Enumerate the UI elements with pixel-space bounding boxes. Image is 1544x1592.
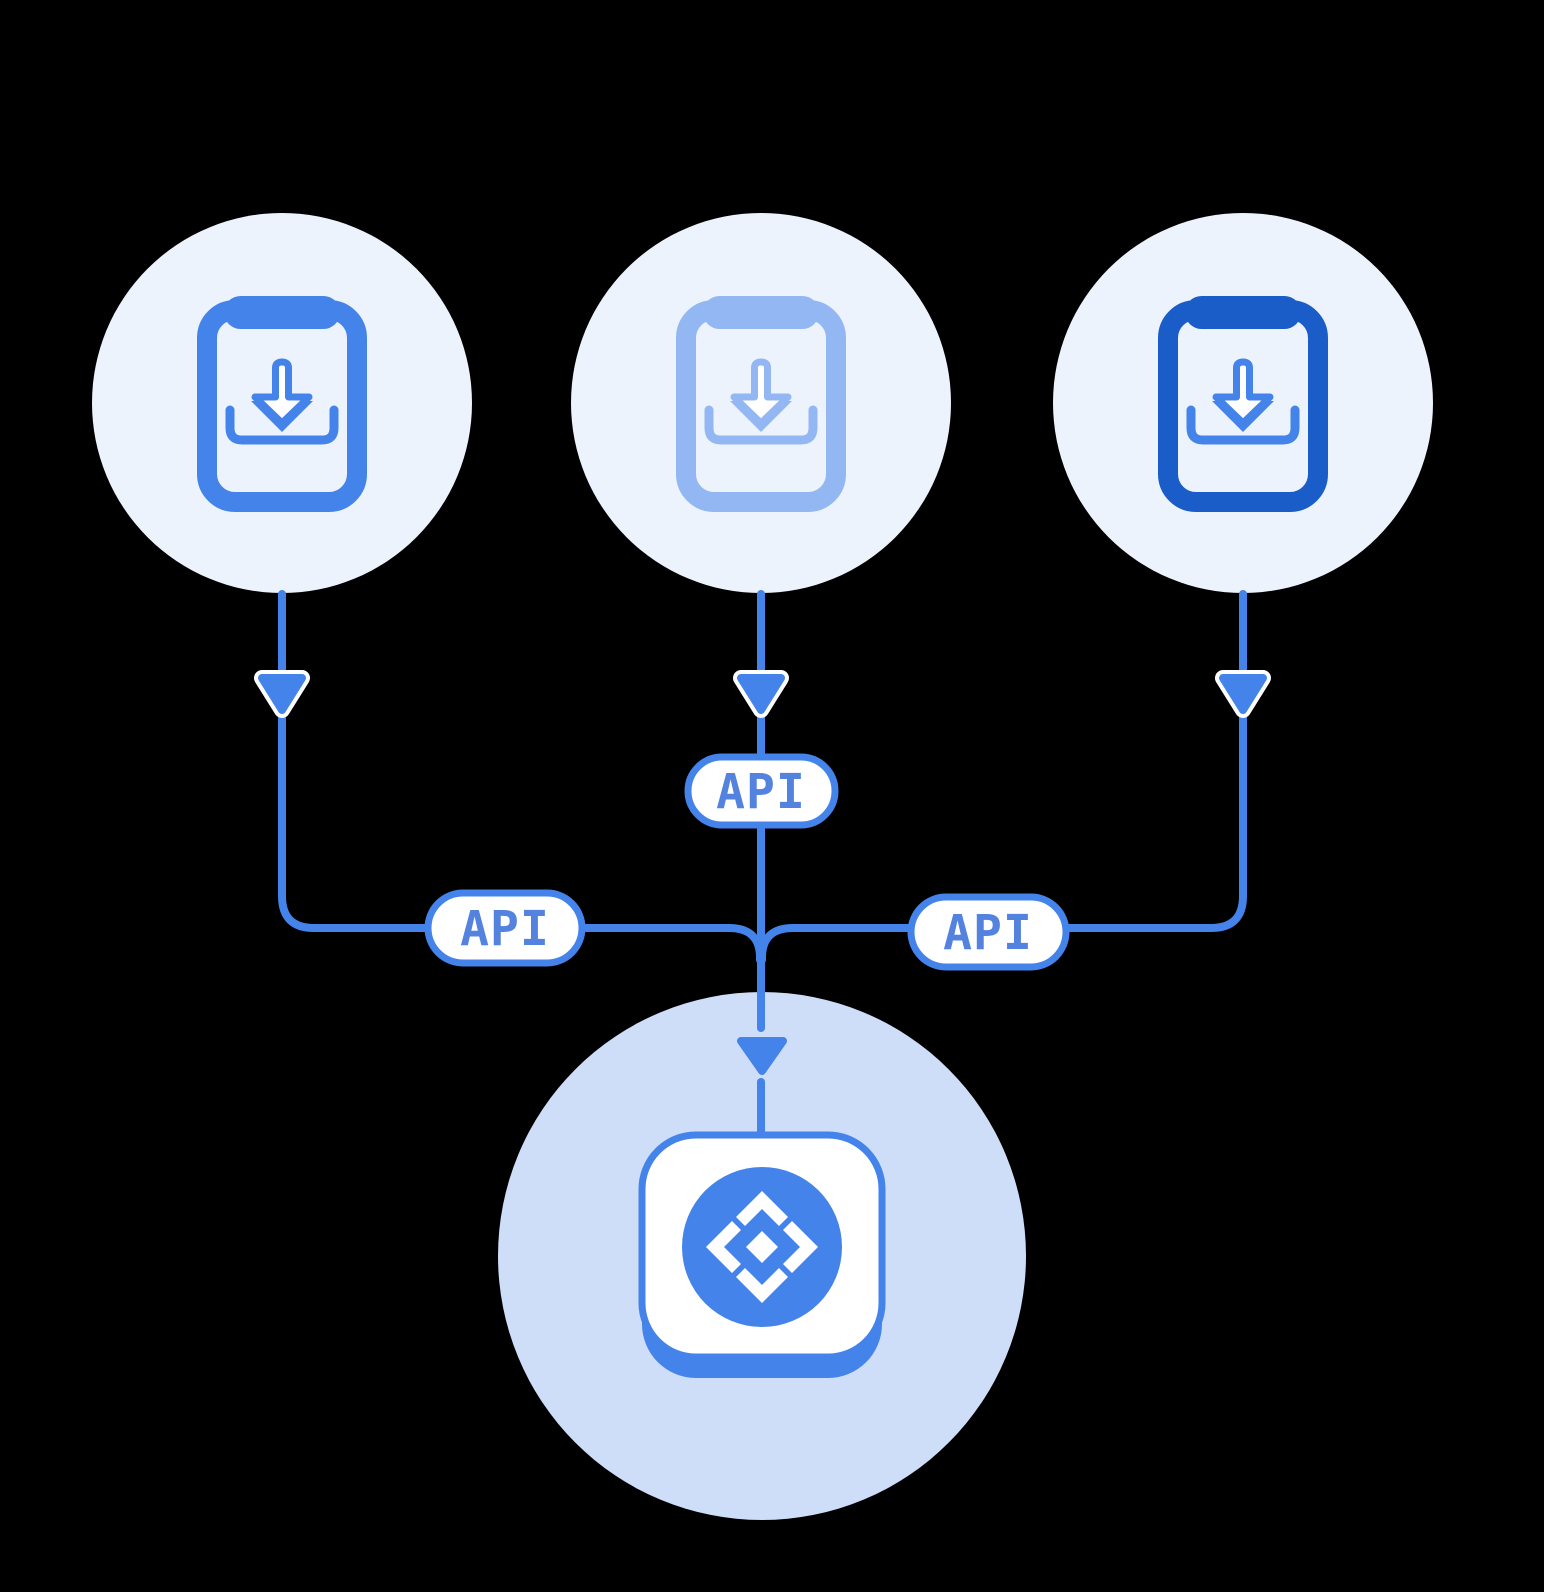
logo-chevron-down bbox=[736, 1268, 788, 1303]
api-label: API bbox=[943, 905, 1033, 961]
logo-chevron-left bbox=[706, 1221, 741, 1273]
download-tray bbox=[225, 405, 339, 445]
api-pill: API bbox=[424, 889, 586, 967]
arrowhead-icon bbox=[733, 670, 789, 718]
arrowhead-icon bbox=[1215, 670, 1271, 718]
download-tray bbox=[1186, 405, 1300, 445]
api-pill-bg bbox=[907, 893, 1070, 971]
clipboard-clip-bar bbox=[224, 296, 340, 329]
api-pill-bg bbox=[424, 889, 586, 967]
arrowhead-triangle bbox=[737, 1037, 787, 1075]
api-label: API bbox=[460, 901, 550, 957]
diamond-chevron-logo-icon bbox=[682, 1167, 842, 1327]
app-tile bbox=[638, 1131, 886, 1378]
api-label: API bbox=[716, 764, 806, 820]
download-tray bbox=[704, 405, 818, 445]
arrowhead-icon bbox=[737, 1037, 787, 1075]
clipboard-clip-bar bbox=[1185, 296, 1301, 329]
arrowhead-triangle bbox=[1219, 674, 1267, 714]
arrowhead-triangle bbox=[258, 674, 306, 714]
arrowhead-triangle bbox=[737, 674, 785, 714]
api-pill: API bbox=[684, 753, 839, 829]
logo-chevron-right bbox=[783, 1221, 818, 1273]
clipboard-download-icon bbox=[676, 296, 846, 512]
clipboard-download-icon bbox=[197, 296, 367, 512]
api-pill-bg bbox=[684, 753, 839, 829]
download-arrow bbox=[730, 358, 792, 427]
download-arrow bbox=[251, 358, 313, 427]
logo-chevron-up bbox=[736, 1191, 788, 1226]
logo-center-diamond bbox=[746, 1231, 778, 1263]
clipboard-download-icon bbox=[1158, 296, 1328, 512]
clipboard-clip-bar bbox=[703, 296, 819, 329]
arrowhead-icon bbox=[254, 670, 310, 718]
download-arrow bbox=[1212, 358, 1274, 427]
api-pill: API bbox=[907, 893, 1070, 971]
